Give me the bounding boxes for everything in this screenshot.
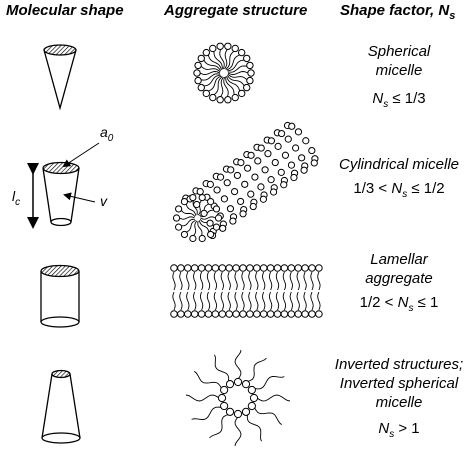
header-shape-factor: Shape factor, Ns <box>340 2 456 22</box>
truncated-cone-molecule-shape <box>27 142 100 229</box>
symbol-volume: v <box>100 193 107 209</box>
inverted-micelle-aggregate <box>185 349 291 447</box>
inverted-cone-molecule-shape <box>41 369 81 444</box>
cylinder-molecule-shape <box>40 264 80 328</box>
symbol-chain-length: lc <box>12 188 21 208</box>
header-aggregate-structure: Aggregate structure <box>164 2 308 19</box>
row3-shape-factor: 1/2 < Ns ≤ 1 <box>359 294 439 314</box>
spherical-micelle-aggregate <box>193 42 255 104</box>
cone-molecule-shape <box>43 44 77 111</box>
header-molecular-shape: Molecular shape <box>6 2 124 19</box>
row2-label: Cylindrical micelle <box>338 156 460 173</box>
row1-shape-factor: Ns ≤ 1/3 <box>372 90 426 110</box>
row2-shape-factor: 1/3 < Ns ≤ 1/2 <box>353 180 445 200</box>
symbol-head-area: a0 <box>100 124 114 144</box>
cylindrical-micelle-aggregate <box>172 121 319 243</box>
lamellar-bilayer-aggregate <box>170 264 323 318</box>
row4-shape-factor: Ns > 1 <box>378 420 420 440</box>
